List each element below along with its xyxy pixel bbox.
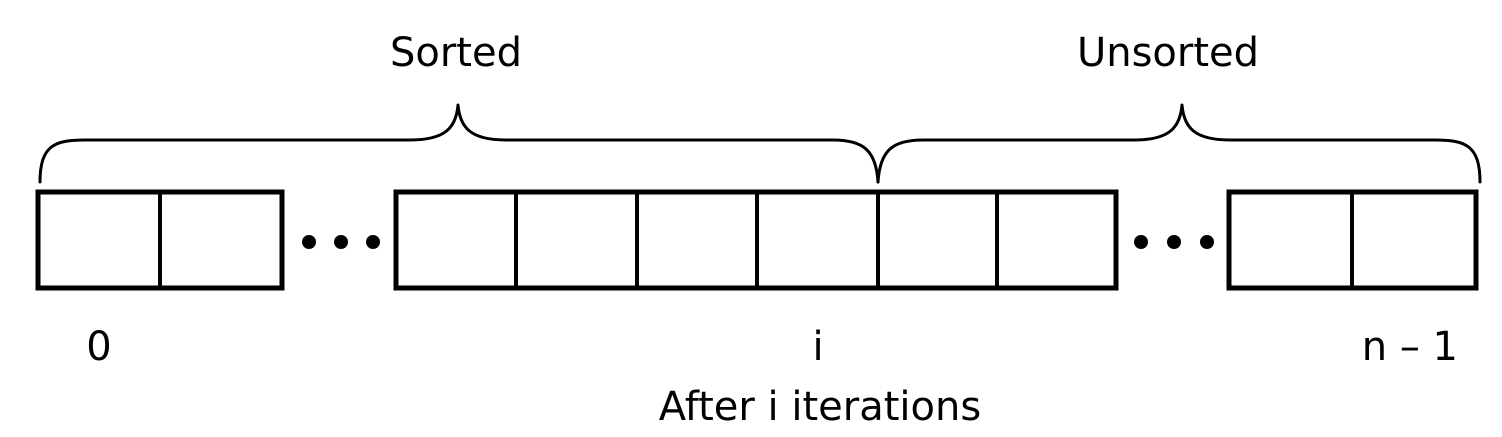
sorted-brace xyxy=(38,103,880,184)
ellipsis-dot xyxy=(1134,235,1148,249)
diagram-caption: After i iterations xyxy=(659,384,981,430)
ellipsis-right xyxy=(1134,235,1214,249)
sorted-label: Sorted xyxy=(390,30,522,76)
middle-cell-block xyxy=(393,189,1119,291)
ellipsis-dot xyxy=(1167,235,1181,249)
unsorted-brace xyxy=(876,103,1482,184)
ellipsis-dot xyxy=(302,235,316,249)
index-label-end: n – 1 xyxy=(1362,324,1458,370)
index-label-start: 0 xyxy=(86,324,111,370)
unsorted-label: Unsorted xyxy=(1077,30,1259,76)
ellipsis-dot xyxy=(1200,235,1214,249)
ellipsis-left xyxy=(302,235,380,249)
left-cell-block xyxy=(35,189,285,291)
right-cell-block xyxy=(1226,189,1479,291)
ellipsis-dot xyxy=(366,235,380,249)
ellipsis-dot xyxy=(334,235,348,249)
index-label-i: i xyxy=(812,324,823,370)
